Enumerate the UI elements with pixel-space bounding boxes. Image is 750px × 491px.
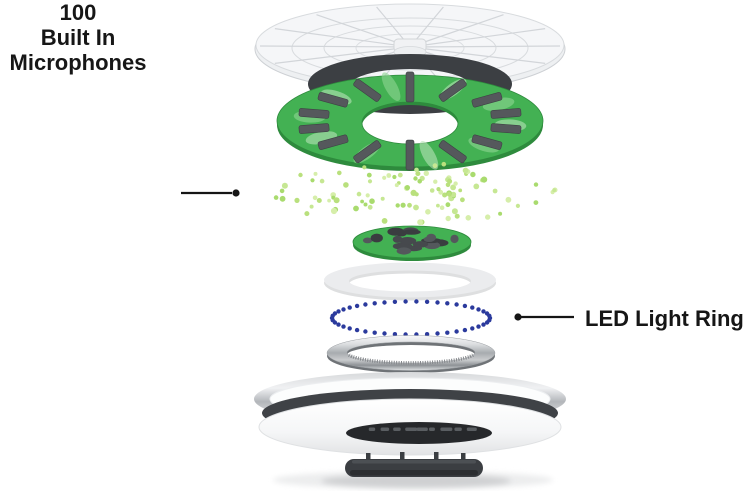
plate-post: [400, 452, 405, 460]
microphones-label-line3: Microphones: [9, 50, 147, 75]
plate-post: [366, 453, 371, 461]
metal-trim-ring: [326, 335, 496, 374]
gasket-ring: [324, 262, 496, 301]
plate-post: [434, 452, 439, 460]
microphones-label-line1: 100: [59, 0, 97, 25]
plate-post: [461, 453, 466, 461]
base-housing: [253, 371, 567, 456]
processor-pcb-disc: [352, 225, 472, 261]
mounting-plate: [345, 452, 483, 477]
floor-shadow: [273, 471, 553, 489]
knurl-texture: [348, 353, 474, 365]
led-leader-line: [514, 313, 574, 321]
microphone-dots-field: [273, 161, 558, 226]
led-light-ring-dots: [329, 299, 493, 337]
led-label: LED Light Ring: [585, 306, 744, 331]
microphones-label: 100 Built In Microphones: [0, 0, 156, 75]
microphone-pcb-ring: [276, 71, 544, 171]
microphones-label-line2: Built In: [40, 25, 116, 50]
base-center-recess: [346, 422, 492, 444]
microphones-leader-line: [181, 189, 240, 197]
